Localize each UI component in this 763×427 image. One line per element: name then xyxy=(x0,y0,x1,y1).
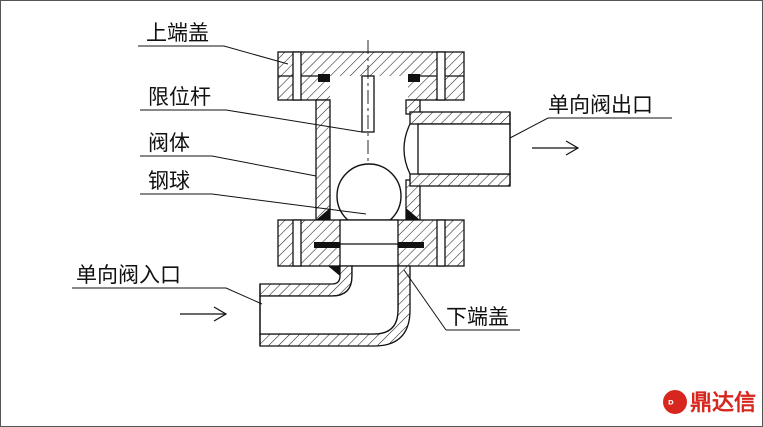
outlet-flow-arrow xyxy=(532,140,580,156)
brand-logo: ᴰ 鼎达信 xyxy=(663,390,756,416)
label-inlet: 单向阀入口 xyxy=(76,263,181,287)
label-valve-body: 阀体 xyxy=(148,131,190,155)
steel-ball xyxy=(336,163,402,229)
label-limit-rod: 限位杆 xyxy=(148,85,211,109)
leader-lines xyxy=(72,45,672,331)
label-bottom-cover: 下端盖 xyxy=(446,305,509,329)
outlet-pipe xyxy=(403,111,511,187)
brand-logo-icon xyxy=(663,390,687,414)
label-outlet: 单向阀出口 xyxy=(548,93,653,117)
label-steel-ball: 钢球 xyxy=(148,169,190,193)
label-top-cover: 上端盖 xyxy=(146,21,209,45)
inlet-elbow-pipe xyxy=(259,265,411,347)
svg-text:ᴰ: ᴰ xyxy=(668,398,674,411)
inlet-flow-arrow xyxy=(180,306,228,322)
brand-logo-text: 鼎达信 xyxy=(690,390,756,416)
bottom-cover-flange xyxy=(277,219,465,267)
